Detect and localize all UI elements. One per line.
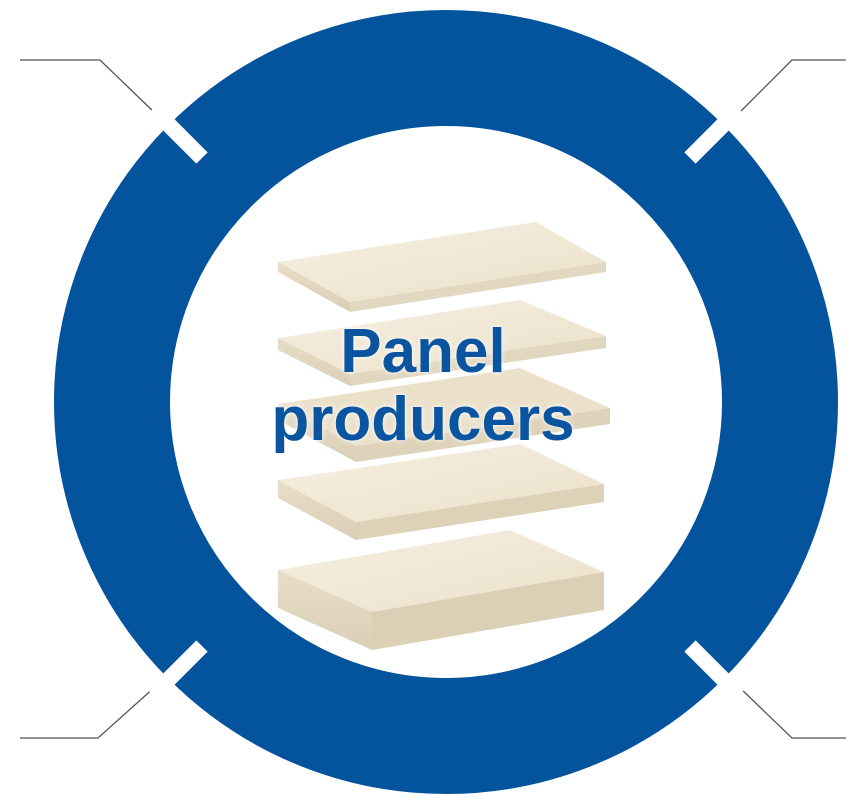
panel-board <box>278 300 606 386</box>
ring-band <box>54 10 838 794</box>
ring-gap-bottom-right <box>684 640 745 701</box>
center-label-line1: Panel <box>340 317 506 386</box>
callout-lines <box>20 59 846 739</box>
panel-board <box>278 368 610 462</box>
callout-line-bottom-left <box>20 685 157 739</box>
callout-line-bottom-right <box>737 685 846 739</box>
callout-line-top-right <box>737 59 846 115</box>
panel-board <box>278 530 604 650</box>
ring-gap-top-left <box>147 103 208 164</box>
ring-gap-bottom-left <box>147 640 208 701</box>
center-label-line2: producers <box>271 385 575 454</box>
panel-board <box>278 444 604 540</box>
ring <box>54 10 838 794</box>
callout-line-top-left <box>20 59 157 115</box>
ring-gap-top-right <box>684 103 745 164</box>
stacked-wood-panels-icon <box>278 222 610 650</box>
center-label: Panel producers <box>223 318 623 454</box>
panel-board <box>278 222 606 312</box>
